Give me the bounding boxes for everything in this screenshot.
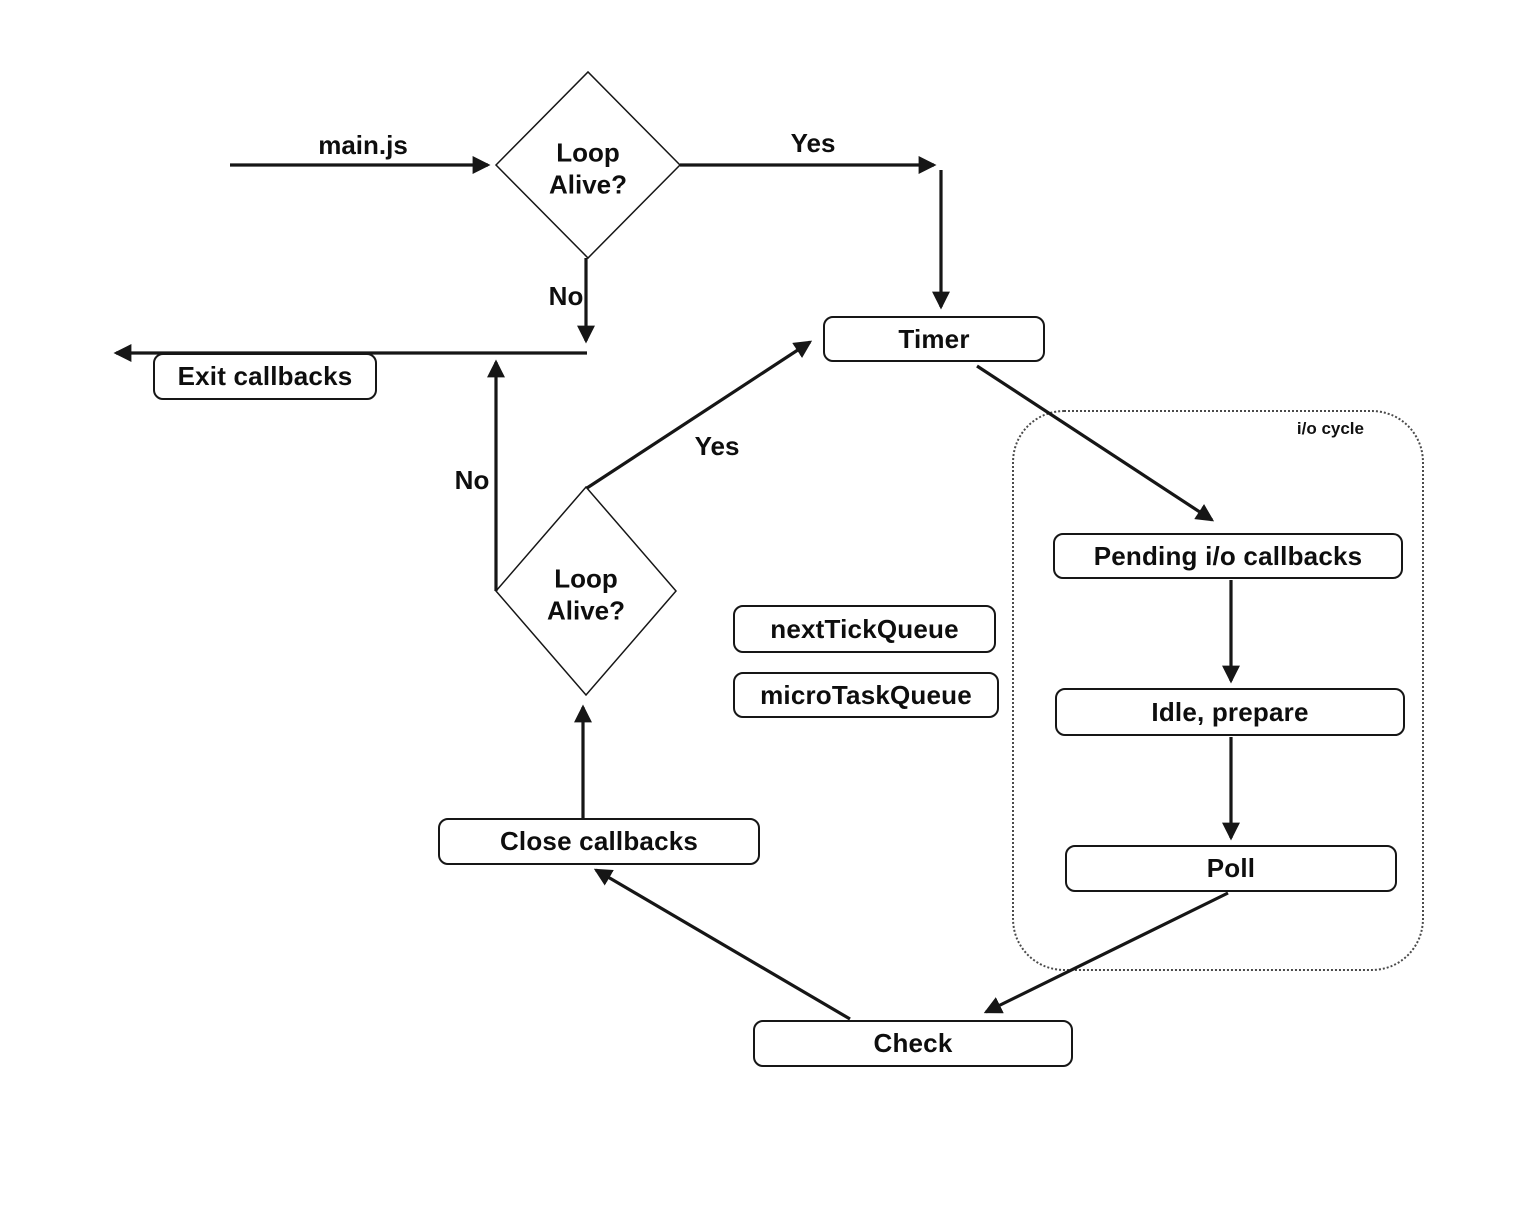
edge-label-no-top: No bbox=[548, 281, 584, 312]
node-exit-callbacks: Exit callbacks bbox=[153, 353, 377, 400]
node-micro-task-queue: microTaskQueue bbox=[733, 672, 999, 718]
edge-yes-bottom bbox=[586, 340, 813, 490]
node-pending-io-callbacks: Pending i/o callbacks bbox=[1053, 533, 1403, 579]
edge-label-yes-top: Yes bbox=[790, 128, 836, 159]
diamond-label-loop-alive-bottom: Loop Alive? bbox=[546, 563, 626, 625]
edge-label-no-bottom: No bbox=[454, 465, 490, 496]
diamond-label-loop-alive-top: Loop Alive? bbox=[548, 137, 628, 199]
node-poll: Poll bbox=[1065, 845, 1397, 892]
node-check: Check bbox=[753, 1020, 1073, 1067]
node-timer: Timer bbox=[823, 316, 1045, 362]
edge-label-yes-bottom: Yes bbox=[694, 431, 740, 462]
io-cycle-group-label: i/o cycle bbox=[1296, 419, 1364, 438]
node-close-callbacks: Close callbacks bbox=[438, 818, 760, 865]
node-next-tick-queue: nextTickQueue bbox=[733, 605, 996, 653]
edge-check-to-close bbox=[593, 868, 851, 1021]
edge-label-main-js: main.js bbox=[318, 130, 408, 161]
node-idle-prepare: Idle, prepare bbox=[1055, 688, 1405, 736]
